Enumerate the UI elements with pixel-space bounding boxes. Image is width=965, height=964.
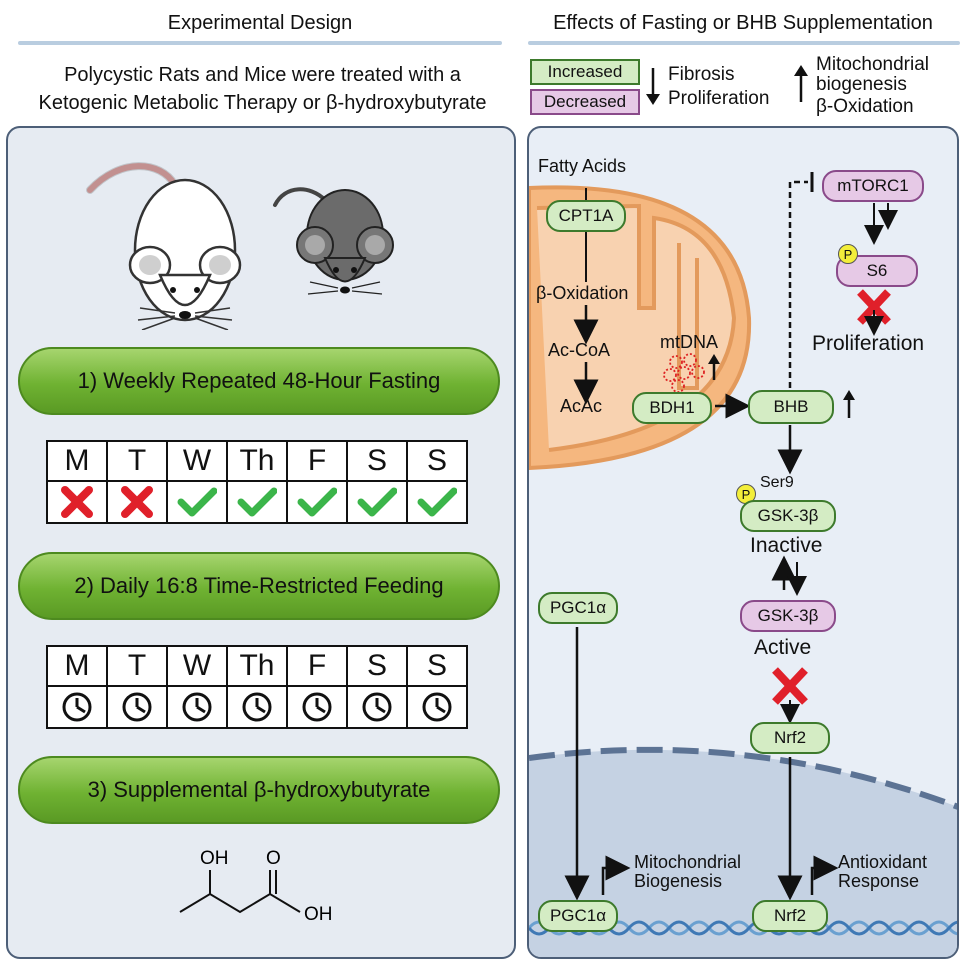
down-arrow-icon [646, 68, 660, 105]
active-label: Active [754, 636, 812, 659]
clock-icon [346, 685, 408, 729]
up-arrow-icon [794, 65, 808, 102]
cross-icon [106, 480, 168, 524]
legend-proliferation: Proliferation [668, 88, 770, 109]
legend-beta-oxidation: β-Oxidation [816, 96, 914, 117]
bhb-node: BHB [748, 390, 834, 424]
intro-line-1: Polycystic Rats and Mice were treated wi… [64, 64, 461, 86]
bhb-molecule-structure: OH O OH [179, 848, 333, 925]
trf-week-table: M T W Th F S S [46, 645, 468, 729]
ac-coa-label: Ac-CoA [548, 340, 611, 360]
day-label: M [46, 440, 108, 482]
cpt1a-node: CPT1A [546, 200, 626, 232]
acac-label: AcAc [560, 396, 603, 416]
day-label: F [286, 440, 348, 482]
intro-line-2: Ketogenic Metabolic Therapy or β-hydroxy… [38, 92, 487, 114]
legend-mitochondrial: Mitochondrial [816, 54, 929, 75]
day-label: S [346, 440, 408, 482]
clock-icon [166, 685, 228, 729]
left-header-rule [18, 41, 502, 45]
legend-increased: Increased [530, 59, 640, 85]
nrf2-bottom-node: Nrf2 [752, 900, 828, 932]
proliferation-label: Proliferation [812, 332, 925, 355]
right-header: Effects of Fasting or BHB Supplementatio… [553, 12, 933, 34]
clock-icon [406, 685, 468, 729]
day-label: W [166, 645, 228, 687]
molecule-o-top: O [266, 848, 281, 869]
clock-icon [226, 685, 288, 729]
beta-oxidation-label: β-Oxidation [536, 283, 629, 303]
antioxidant-line-1: Antioxidant [838, 852, 928, 872]
legend-decreased: Decreased [530, 89, 640, 115]
molecule-oh-right: OH [304, 904, 333, 925]
inactive-label: Inactive [750, 534, 823, 557]
step-2-time-restricted-feeding: 2) Daily 16:8 Time-Restricted Feeding [18, 552, 500, 620]
s6-phospho-badge: P [838, 244, 858, 264]
rat-illustration [86, 162, 242, 330]
day-label: Th [226, 440, 288, 482]
clock-icon [46, 685, 108, 729]
day-label: T [106, 645, 168, 687]
pgc1a-top-node: PGC1α [538, 592, 618, 624]
check-icon [166, 480, 228, 524]
day-label: M [46, 645, 108, 687]
bdh1-node: BDH1 [632, 392, 712, 424]
gsk3b-active-node: GSK-3β [740, 600, 836, 632]
day-label: S [406, 440, 468, 482]
day-label: S [346, 645, 408, 687]
pgc1a-bottom-node: PGC1α [538, 900, 618, 932]
left-header: Experimental Design [167, 12, 353, 34]
clock-icon [106, 685, 168, 729]
day-label: T [106, 440, 168, 482]
check-icon [226, 480, 288, 524]
check-icon [406, 480, 468, 524]
mouse-illustration [273, 187, 394, 295]
clock-icon [286, 685, 348, 729]
fatty-acids-label: Fatty Acids [538, 156, 627, 176]
legend-fibrosis: Fibrosis [668, 64, 735, 85]
molecule-oh-top: OH [200, 848, 229, 869]
nrf2-node: Nrf2 [750, 722, 830, 754]
gsk3b-inactive-node: GSK-3β [740, 500, 836, 532]
cross-icon [46, 480, 108, 524]
right-header-rule [528, 41, 960, 45]
check-icon [286, 480, 348, 524]
antioxidant-line-2: Response [838, 871, 920, 891]
legend-biogenesis: biogenesis [816, 74, 907, 95]
fasting-week-table: M T W Th F S S [46, 440, 468, 524]
mito-biogenesis-line-1: Mitochondrial [634, 852, 742, 872]
day-label: W [166, 440, 228, 482]
day-label: S [406, 645, 468, 687]
ser9-label: Ser9 [760, 474, 794, 491]
day-label: F [286, 645, 348, 687]
mtorc1-node: mTORC1 [822, 170, 924, 202]
step-3-bhb-supplement: 3) Supplemental β-hydroxybutyrate [18, 756, 500, 824]
day-label: Th [226, 645, 288, 687]
mito-biogenesis-line-2: Biogenesis [634, 871, 723, 891]
mtdna-label: mtDNA [660, 332, 718, 352]
step-1-weekly-fasting: 1) Weekly Repeated 48-Hour Fasting [18, 347, 500, 415]
check-icon [346, 480, 408, 524]
